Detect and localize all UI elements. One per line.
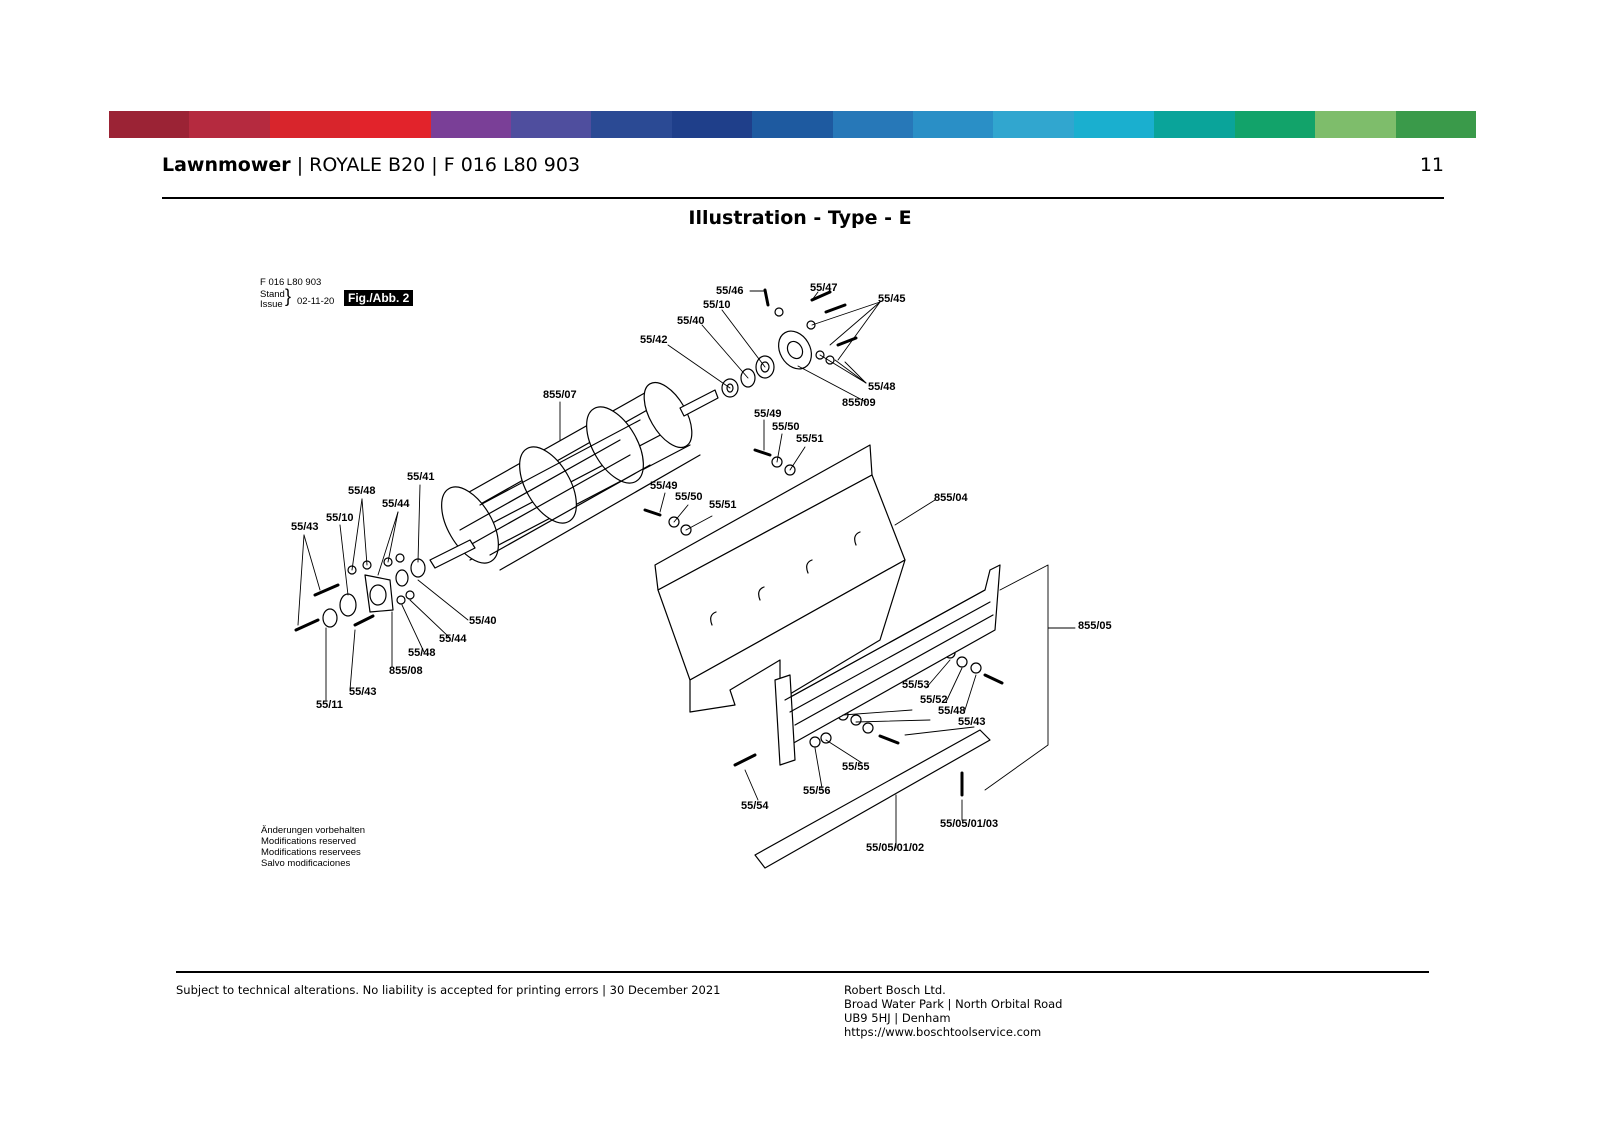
band-segment xyxy=(1234,111,1316,138)
callout: 855/07 xyxy=(543,389,577,401)
callout: 55/43 xyxy=(958,716,986,728)
callout: 55/47 xyxy=(810,282,838,294)
bearing-housing-left xyxy=(322,558,426,628)
illustration-title: Illustration - Type - E xyxy=(688,207,912,229)
band-segment xyxy=(350,111,431,138)
address-line: Broad Water Park | North Orbital Road xyxy=(844,997,1063,1011)
back-plate xyxy=(654,444,906,713)
product-name: Lawnmower xyxy=(162,154,291,176)
modifications-line: Salvo modificaciones xyxy=(261,858,351,869)
callout: 55/53 xyxy=(902,679,930,691)
callout: 55/43 xyxy=(349,686,377,698)
callout: 55/50 xyxy=(675,491,703,503)
modifications-line: Änderungen vorbehalten xyxy=(261,825,366,836)
modifications-line: Modifications reservees xyxy=(261,847,361,858)
band-segment xyxy=(832,111,914,138)
band-segment xyxy=(1395,111,1476,138)
band-segment xyxy=(430,111,512,138)
callout: 55/49 xyxy=(754,408,782,420)
modifications-note: Änderungen vorbehalten Modifications res… xyxy=(261,825,365,869)
page-header: Lawnmower | ROYALE B20 | F 016 L80 903 1… xyxy=(162,154,1444,184)
callout: 55/48 xyxy=(348,485,376,497)
callout: 55/05/01/03 xyxy=(940,818,999,830)
callout: 55/51 xyxy=(709,499,737,511)
callout: 55/10 xyxy=(326,512,354,524)
stand-label: Stand xyxy=(260,289,285,300)
reel-cylinder xyxy=(429,381,719,571)
callout: 55/42 xyxy=(640,334,668,346)
band-segment xyxy=(1315,111,1396,138)
callout: 55/56 xyxy=(803,785,831,797)
callout: 55/41 xyxy=(407,471,435,483)
callout: 55/43 xyxy=(291,521,319,533)
callout: 55/50 xyxy=(772,421,800,433)
callout: 55/40 xyxy=(469,615,497,627)
band-segment xyxy=(511,111,592,138)
header-rule xyxy=(162,197,1444,199)
footer-rule xyxy=(176,971,1429,973)
figure-part-number: F 016 L80 903 xyxy=(260,277,322,288)
figure-date: 02-11-20 xyxy=(297,296,335,307)
model-info: | ROYALE B20 | F 016 L80 903 xyxy=(296,154,581,176)
document-title: Lawnmower | ROYALE B20 | F 016 L80 903 xyxy=(162,154,580,176)
modifications-line: Modifications reserved xyxy=(261,836,357,847)
band-segment xyxy=(189,111,270,138)
callout: 55/46 xyxy=(716,285,744,297)
callout: 55/10 xyxy=(703,299,731,311)
band-segment xyxy=(752,111,833,138)
company-name: Robert Bosch Ltd. xyxy=(844,983,946,997)
band-segment xyxy=(1073,111,1155,138)
band-segment xyxy=(913,111,994,138)
leader-lines xyxy=(297,290,1076,849)
band-segment xyxy=(671,111,753,138)
callout: 55/44 xyxy=(382,498,410,510)
band-segment xyxy=(993,111,1074,138)
stand-issue-labels: Stand Issue xyxy=(260,290,285,310)
callout: 55/54 xyxy=(741,800,769,812)
callout: 55/55 xyxy=(842,761,870,773)
callout: 55/49 xyxy=(650,480,678,492)
footer-disclaimer: Subject to technical alterations. No lia… xyxy=(176,983,721,997)
callout: 55/48 xyxy=(868,381,896,393)
fig-label: Fig./Abb. 2 xyxy=(344,290,414,306)
bearing-housing-right xyxy=(721,330,812,398)
callout: 855/05 xyxy=(1078,620,1112,632)
callout: 55/48 xyxy=(408,647,436,659)
website-link[interactable]: https://www.boschtoolservice.com xyxy=(844,1025,1042,1039)
page-number: 11 xyxy=(1419,154,1444,176)
callout: 55/11 xyxy=(316,699,343,711)
callout: 55/44 xyxy=(439,633,467,645)
callout: 55/51 xyxy=(796,433,824,445)
callout: 55/05/01/02 xyxy=(866,842,925,854)
bottom-frame xyxy=(774,564,1001,766)
bottom-blade xyxy=(754,729,991,869)
address-line: UB9 5HJ | Denham xyxy=(844,1011,951,1025)
callout: 55/48 xyxy=(938,705,966,717)
band-segment xyxy=(269,111,351,138)
callout: 855/09 xyxy=(842,397,876,409)
color-band xyxy=(109,111,1476,138)
footer-address: Robert Bosch Ltd. Broad Water Park | Nor… xyxy=(844,983,1062,1039)
screws-and-washers xyxy=(294,288,1004,797)
callout: 55/52 xyxy=(920,694,948,706)
callout: 855/08 xyxy=(389,665,423,677)
callout: 855/04 xyxy=(934,492,968,504)
band-segment xyxy=(109,111,190,138)
band-segment xyxy=(1154,111,1235,138)
band-segment xyxy=(591,111,672,138)
callout: 55/40 xyxy=(677,315,705,327)
callout: 55/45 xyxy=(878,293,906,305)
issue-label: Issue xyxy=(260,299,283,310)
bracket: } xyxy=(285,286,292,306)
